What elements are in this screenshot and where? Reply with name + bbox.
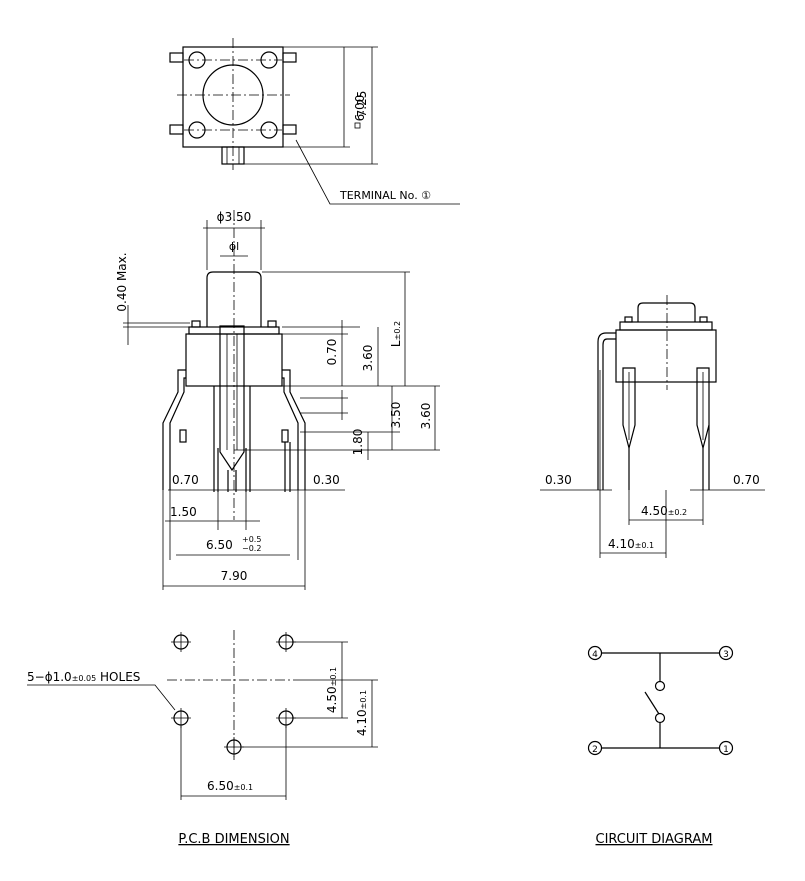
- front-dim-070: 0.70: [733, 473, 760, 487]
- pcb-dimension: 5−ϕ1.0±0.05 HOLES 4.50±0.1 4.10±0.1 6.50…: [27, 630, 378, 847]
- circuit-diagram: 4 3 2 1 CIRCUIT DIAGRAM: [587, 645, 734, 847]
- pcb-holes-suffix: HOLES: [96, 670, 140, 684]
- pin-2-marker: [587, 740, 603, 756]
- pin-4-marker: [587, 645, 603, 661]
- front-body: [615, 329, 717, 383]
- switch-blade: [644, 691, 660, 715]
- top-view: 6.00 7.25 TERMINAL No. ①: [169, 38, 460, 205]
- front-left-lead: [597, 332, 616, 490]
- side-dim-180: 1.80: [351, 429, 365, 456]
- pcb-dim-450-tol: ±0.1: [329, 667, 338, 686]
- terminal-label: TERMINAL No. ①: [339, 189, 431, 202]
- pin-4-label: 4: [592, 650, 598, 660]
- front-dim-450: 4.50: [641, 504, 668, 518]
- side-dim-360-a: 3.60: [361, 345, 375, 372]
- svg-text:4.10±0.1: 4.10±0.1: [608, 537, 654, 551]
- front-dim-410-tol: ±0.1: [635, 541, 654, 550]
- side-dim-070-v: 0.70: [325, 339, 339, 366]
- side-dim-650-tol-up: +0.5: [242, 535, 261, 544]
- side-center-terminal: [219, 325, 245, 472]
- side-dim-L-tol: ±0.2: [393, 321, 402, 340]
- terminal-leader: [295, 139, 460, 205]
- svg-text:4.50±0.2: 4.50±0.2: [641, 504, 687, 518]
- svg-text:6.50±0.1: 6.50±0.1: [207, 779, 253, 793]
- pcb-holes-tol: ±0.05: [72, 674, 97, 683]
- pcb-dim-650: 6.50: [207, 779, 234, 793]
- front-left-terminal: [622, 367, 636, 451]
- pcb-dim-650-tol: ±0.1: [234, 783, 253, 792]
- side-dim-360-b: 3.60: [419, 403, 433, 430]
- side-dim-040-max: 0.40 Max.: [115, 252, 129, 311]
- svg-text:4.50±0.1: 4.50±0.1: [325, 667, 339, 713]
- pcb-dim-450: 4.50: [325, 686, 339, 713]
- side-dim-stem-inner: ϕl: [229, 240, 239, 253]
- top-lead: [169, 52, 184, 63]
- switch-contact: [654, 712, 666, 724]
- front-dim-030: 0.30: [545, 473, 572, 487]
- front-dim-410: 4.10: [608, 537, 635, 551]
- side-dim-790: 7.90: [221, 569, 248, 583]
- svg-text:6.50: 6.50: [206, 538, 233, 552]
- side-dim-350: 3.50: [389, 402, 403, 429]
- front-view: 0.30 0.70 4.50±0.2 4.10±0.1: [540, 295, 765, 558]
- side-left-lead: [162, 369, 186, 490]
- top-lead: [282, 124, 297, 135]
- front-top-plate: [619, 321, 713, 331]
- side-dim-650: 6.50: [206, 538, 233, 552]
- side-dim-650-tol-dn: −0.2: [242, 544, 261, 553]
- svg-text:5−ϕ1.0±0.05 HOLES: 5−ϕ1.0±0.05 HOLES: [27, 670, 140, 684]
- pcb-caption: P.C.B DIMENSION: [178, 832, 289, 847]
- switch-contact: [654, 680, 666, 692]
- pin-2-label: 2: [592, 745, 598, 755]
- top-dim-7-25: 7.25: [355, 91, 369, 118]
- pcb-dim-410: 4.10: [355, 709, 369, 736]
- pcb-holes-leader: [27, 684, 176, 711]
- pin-3-marker: [718, 645, 734, 661]
- front-right-terminal: [696, 367, 710, 451]
- top-dim-6-00: 6.00: [353, 95, 367, 122]
- top-lead: [169, 124, 184, 135]
- svg-text:L±0.2: L±0.2: [389, 321, 403, 347]
- side-right-lead: [282, 369, 306, 490]
- side-dim-stem-dia: ϕ3.50: [217, 210, 252, 224]
- front-stem: [637, 302, 696, 322]
- svg-text:4.10±0.1: 4.10±0.1: [355, 690, 369, 736]
- top-lead: [282, 52, 297, 63]
- side-view: ϕ3.50 ϕl 0.40 Max. L±0.2 0.70 3.60 3.50 …: [115, 210, 440, 590]
- pcb-holes-label: 5−ϕ1.0: [27, 670, 72, 684]
- side-dim-070-h: 0.70: [172, 473, 199, 487]
- side-dim-030-h: 0.30: [313, 473, 340, 487]
- front-dim-450-tol: ±0.2: [668, 508, 687, 517]
- pin-3-label: 3: [723, 650, 729, 660]
- pin-1-marker: [718, 740, 734, 756]
- pcb-dim-410-tol: ±0.1: [359, 690, 368, 709]
- side-dim-150: 1.50: [170, 505, 197, 519]
- side-dim-L: L: [389, 340, 403, 347]
- circuit-caption: CIRCUIT DIAGRAM: [596, 832, 713, 847]
- pin-1-label: 1: [723, 745, 729, 755]
- square-symbol: [354, 122, 361, 129]
